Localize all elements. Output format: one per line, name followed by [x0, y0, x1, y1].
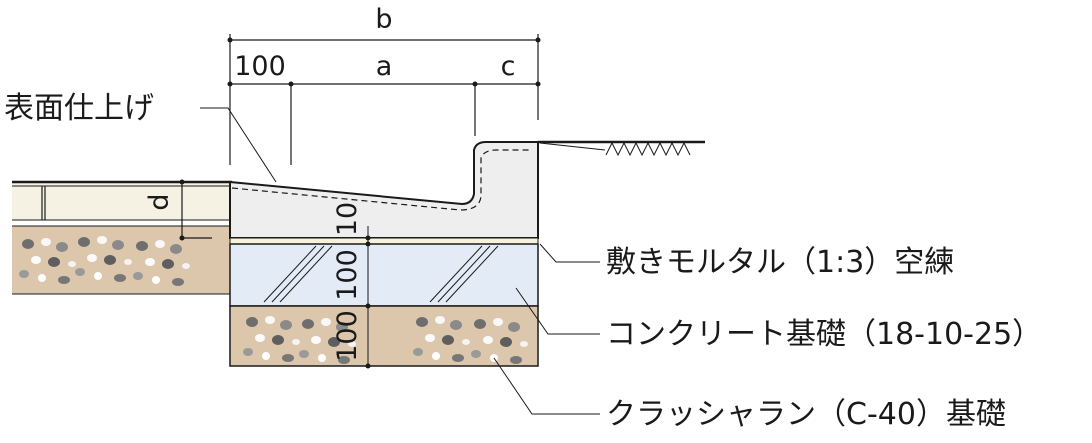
- concrete-base: [229, 243, 539, 307]
- gutter-block: [229, 141, 539, 239]
- dim-d: d: [144, 193, 175, 210]
- mortar-layer: [229, 237, 539, 245]
- paving-fill: [12, 182, 230, 220]
- dim-c: c: [501, 51, 516, 82]
- label-surface-finish: 表面仕上げ: [4, 91, 154, 126]
- dim-100-concrete: 100: [332, 249, 363, 301]
- label-crusher-run: クラッシャラン（C-40）基礎: [606, 397, 1006, 432]
- dim-10: 10: [332, 202, 363, 236]
- dim-100-horizontal: 100: [234, 51, 286, 82]
- label-concrete-base: コンクリート基礎（18-10-25）: [606, 317, 1042, 352]
- grass-hatch: [605, 141, 691, 157]
- ground-slope-line: [539, 142, 606, 151]
- left-crushed-stone: [12, 226, 230, 294]
- left-paving: [12, 180, 232, 295]
- dimension-dots: [179, 37, 541, 241]
- leader-lines: [200, 107, 600, 415]
- concrete-hatch: [263, 245, 499, 303]
- dim-100-crusher: 100: [332, 310, 363, 362]
- dim-b: b: [375, 4, 392, 35]
- dim-a: a: [376, 51, 393, 82]
- dimension-lines: [181, 34, 539, 239]
- label-mortar: 敷きモルタル（1:3）空練: [606, 245, 954, 280]
